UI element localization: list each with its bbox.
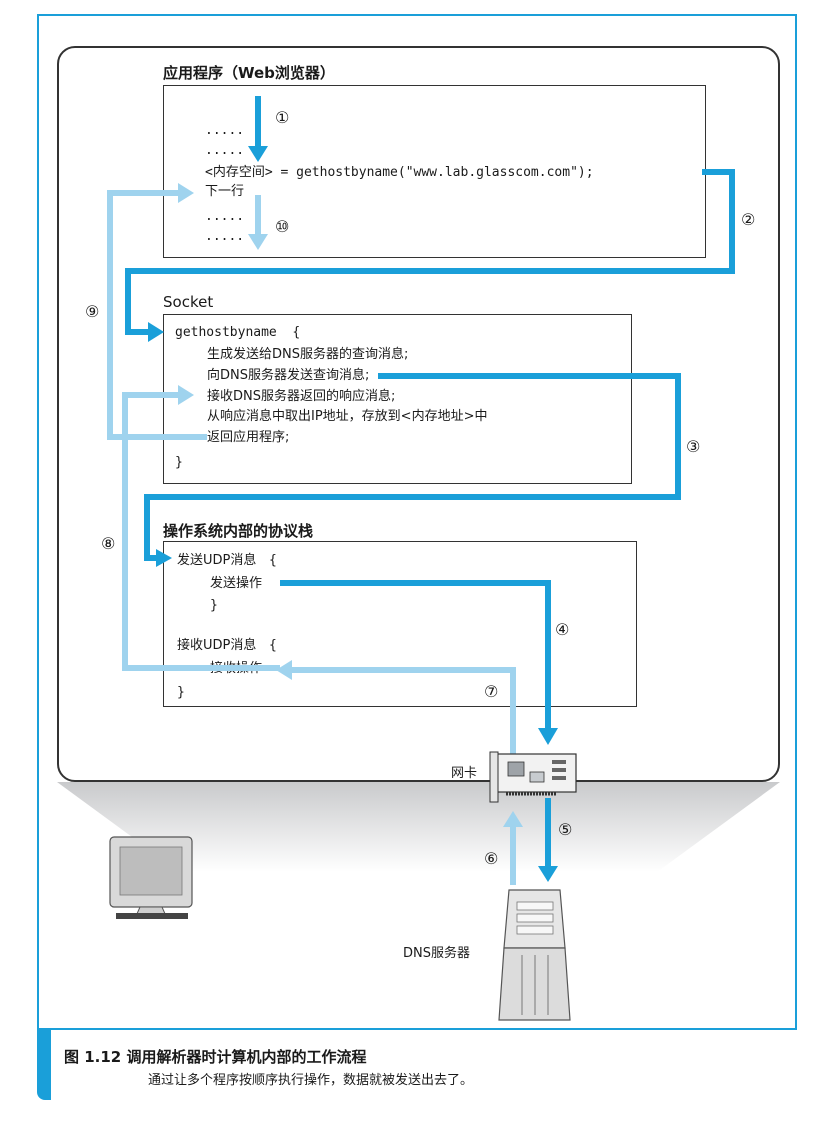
socket-code-line-4: 接收DNS服务器返回的响应消息; [207,389,396,404]
step-label-7: ⑦ [484,682,499,701]
nic-label: 网卡 [451,766,478,781]
socket-code-line-3: 向DNS服务器发送查询消息; [207,368,370,383]
step-label-8: ⑧ [101,534,116,553]
socket-code-line-7: } [175,455,183,470]
arrow-step-8 [122,385,280,671]
computer-monitor-icon [109,836,193,919]
step-label-2: ② [741,210,756,229]
socket-code-line-6: 返回应用程序; [207,430,290,445]
step-label-4: ④ [555,620,570,639]
step-label-9: ⑨ [85,302,100,321]
os-recv-head: 接收UDP消息 { [177,638,278,653]
arrow-step-4 [280,580,558,745]
caption-accent-bar [37,1030,51,1100]
os-section-title: 操作系统内部的协议栈 [163,522,314,540]
arrow-step-1 [248,96,268,162]
app-code-line-2: ..... [205,143,245,158]
socket-code-line-5: 从响应消息中取出IP地址，存放到<内存地址>中 [207,409,488,424]
os-code-box [163,541,637,707]
app-code-line-6: ..... [205,229,245,244]
app-section-title: 应用程序（Web浏览器） [163,64,335,82]
arrow-step-5 [538,798,558,882]
socket-code-line-1: gethostbyname { [175,325,301,340]
arrow-step-7 [276,660,516,760]
step-label-5: ⑤ [558,820,573,839]
step-label-10: ⑩ [275,217,290,236]
dns-server-label: DNS服务器 [403,946,470,961]
figure-caption-subtitle: 通过让多个程序按顺序执行操作，数据就被发送出去了。 [148,1073,474,1088]
figure-caption-title: 图 1.12 调用解析器时计算机内部的工作流程 [64,1048,367,1066]
app-code-line-5: ..... [205,209,245,224]
os-send-head: 发送UDP消息 { [177,553,278,568]
step-label-6: ⑥ [484,849,499,868]
os-send-close: } [210,598,218,613]
app-code-line-3: <内存空间> = gethostbyname("www.lab.glasscom… [205,165,594,180]
step-label-3: ③ [686,437,701,456]
arrow-step-6 [503,811,523,885]
arrow-step-3 [144,373,681,567]
app-code-line-1: ..... [205,123,245,138]
socket-code-line-2: 生成发送给DNS服务器的查询消息; [207,347,409,362]
app-code-box [163,85,706,258]
os-recv-close: } [177,685,185,700]
arrow-step-10 [248,195,268,250]
figure-frame [37,14,797,1030]
network-card-icon [489,751,577,803]
socket-section-title: Socket [163,293,214,311]
os-send-op: 发送操作 [210,576,263,591]
app-code-line-4: 下一行 [205,184,245,199]
step-label-1: ① [275,108,290,127]
arrow-step-2 [125,169,735,342]
arrow-step-9 [107,183,207,440]
socket-code-box [163,314,632,484]
dns-server-icon [498,889,571,1021]
